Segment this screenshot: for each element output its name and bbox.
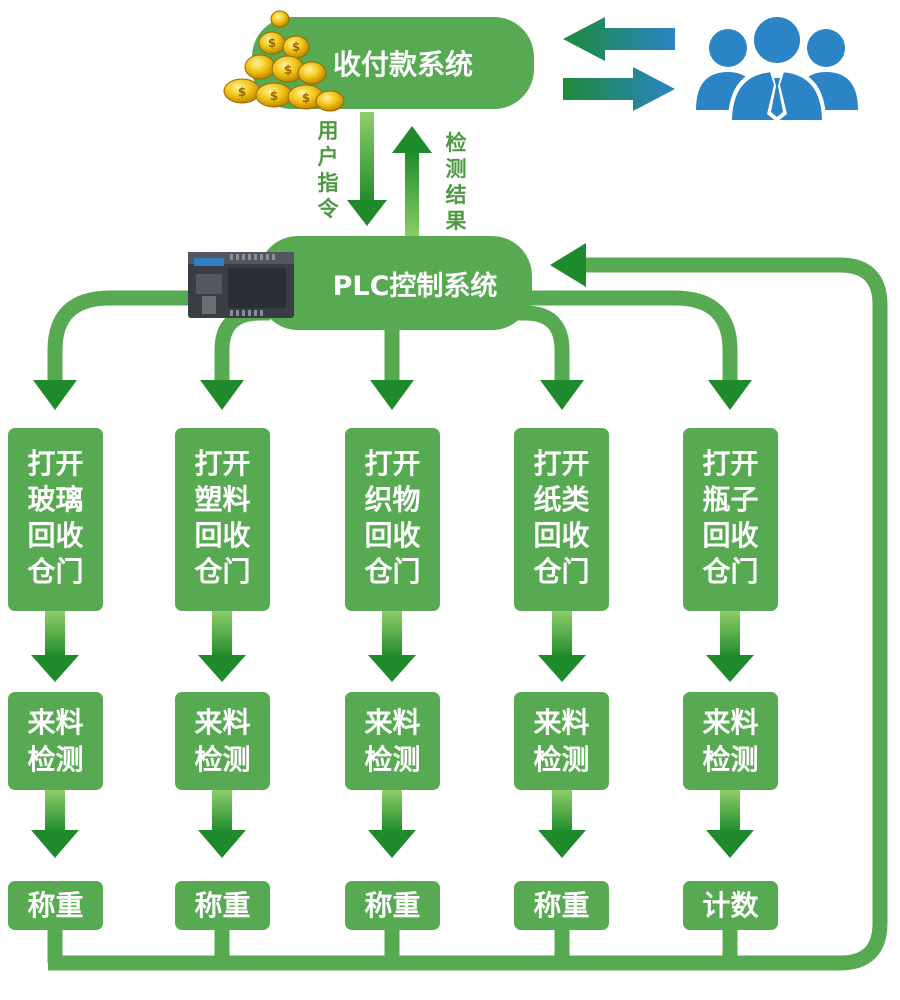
step-text: 打开 <box>27 447 84 480</box>
svg-text:$: $ <box>302 91 310 105</box>
step-text: 来料 <box>194 706 251 739</box>
step-text: 来料 <box>702 706 759 739</box>
svg-text:$: $ <box>238 85 246 99</box>
weighing-box: 称重 <box>175 881 270 930</box>
weighing-box: 称重 <box>345 881 440 930</box>
detection-result-arrow <box>392 126 432 240</box>
step-text: 检测 <box>533 743 590 776</box>
coins-icon: $ $ $ $ $ $ <box>223 10 345 112</box>
step-text: 打开 <box>702 447 759 480</box>
step-text: 仓门 <box>194 555 251 588</box>
step-text: 回收 <box>533 519 590 552</box>
open-glass-bin-door: 打开 玻璃 回收 仓门 <box>8 428 103 611</box>
open-paper-bin-door: 打开 纸类 回收 仓门 <box>514 428 609 611</box>
feedback-loop <box>47 257 888 971</box>
user-command-label: 用户指令 <box>317 119 339 221</box>
material-detection-box: 来料 检测 <box>175 692 270 790</box>
feedback-arrowhead <box>550 243 586 287</box>
step-text: 仓门 <box>533 555 590 588</box>
step-text: 打开 <box>194 447 251 480</box>
step-text: 仓门 <box>364 555 421 588</box>
material-detection-box: 来料 检测 <box>683 692 778 790</box>
material-detection-box: 来料 检测 <box>345 692 440 790</box>
material-detection-box: 来料 检测 <box>514 692 609 790</box>
step-text: 来料 <box>364 706 421 739</box>
weighing-box: 称重 <box>8 881 103 930</box>
step-text: 玻璃 <box>27 483 84 516</box>
step-text: 打开 <box>533 447 590 480</box>
svg-text:$: $ <box>268 36 276 50</box>
step-text: 仓门 <box>702 555 759 588</box>
step-text: 检测 <box>702 743 759 776</box>
svg-text:$: $ <box>284 63 292 77</box>
step-text: 瓶子 <box>702 483 759 516</box>
step-text: 回收 <box>364 519 421 552</box>
step-text: 回收 <box>194 519 251 552</box>
open-bottle-bin-door: 打开 瓶子 回收 仓门 <box>683 428 778 611</box>
step-text: 回收 <box>27 519 84 552</box>
material-detection-box: 来料 检测 <box>8 692 103 790</box>
svg-text:$: $ <box>270 89 278 103</box>
step-text: 来料 <box>533 706 590 739</box>
open-plastic-bin-door: 打开 塑料 回收 仓门 <box>175 428 270 611</box>
plc-branch-arrowheads <box>33 380 752 410</box>
step-text: 来料 <box>27 706 84 739</box>
plc-system-node: PLC控制系统 <box>258 236 532 330</box>
payment-system-title: 收付款系统 <box>332 48 473 81</box>
step-text: 织物 <box>364 483 421 516</box>
plc-device-icon <box>188 252 294 318</box>
plc-system-title: PLC控制系统 <box>332 270 498 302</box>
users-icon <box>696 13 858 124</box>
step-text: 检测 <box>194 743 251 776</box>
counting-box: 计数 <box>683 881 778 930</box>
step-text: 打开 <box>364 447 421 480</box>
step-text: 纸类 <box>533 483 590 516</box>
detection-result-label: 检测结果 <box>445 131 467 233</box>
svg-text:$: $ <box>292 40 300 54</box>
user-command-arrow <box>347 112 387 226</box>
stage-arrows <box>31 611 754 858</box>
exchange-arrows <box>563 17 675 111</box>
step-text: 检测 <box>27 743 84 776</box>
open-textile-bin-door: 打开 织物 回收 仓门 <box>345 428 440 611</box>
step-text: 检测 <box>364 743 421 776</box>
step-text: 仓门 <box>27 555 84 588</box>
step-text: 塑料 <box>194 483 251 516</box>
weighing-box: 称重 <box>514 881 609 930</box>
step-text: 回收 <box>702 519 759 552</box>
